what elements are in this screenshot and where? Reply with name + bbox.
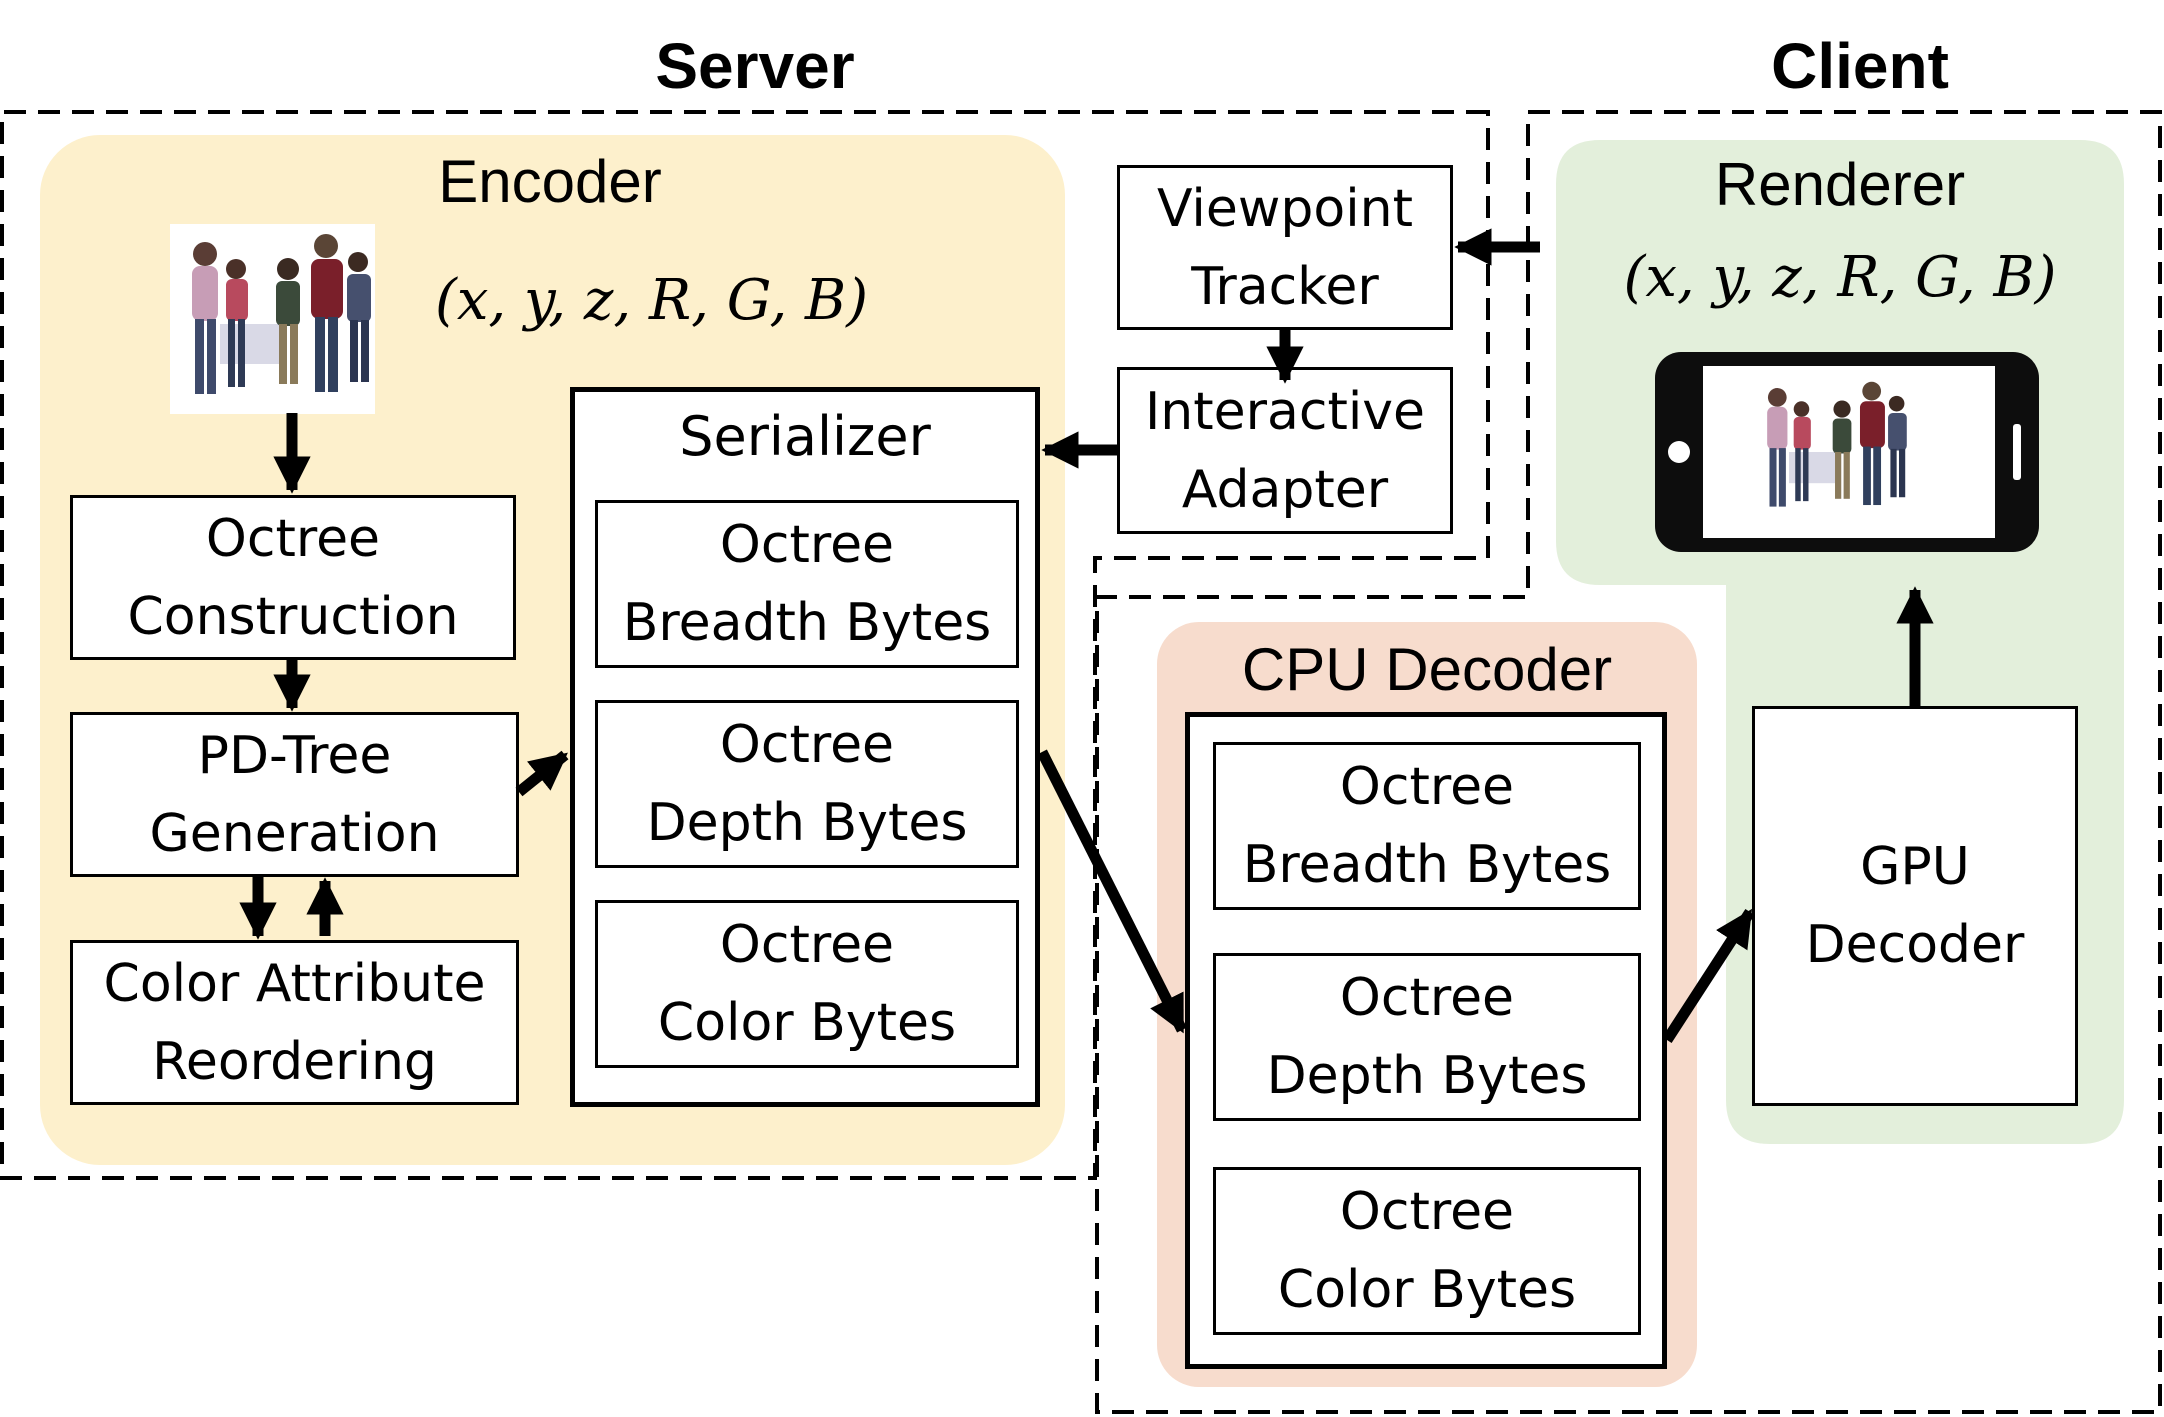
serializer-depth-bytes: Octree Depth Bytes	[595, 700, 1019, 868]
person-2	[226, 259, 248, 387]
server-title: Server	[655, 30, 855, 102]
octree-construction-line-1: Octree	[205, 508, 381, 569]
serializer-color-line-2: Color Bytes	[657, 993, 957, 1053]
gpu-decoder-line-1: GPU	[1860, 837, 1970, 897]
interactive-adapter-box: Interactive Adapter	[1117, 367, 1453, 534]
serializer-color-line-1: Octree	[719, 915, 895, 975]
arrow-serializer-to-cpu-decoder	[1037, 749, 1187, 1034]
serializer-breadth-line-1: Octree	[719, 515, 895, 575]
cpu-color-bytes: Octree Color Bytes	[1213, 1167, 1641, 1335]
point-cloud-image	[170, 224, 375, 414]
gpu-decoder-line-2: Decoder	[1805, 915, 2025, 975]
smartphone-icon	[1655, 352, 2039, 552]
serializer-title: Serializer	[679, 405, 931, 468]
cpu-depth-line-1: Octree	[1339, 968, 1515, 1028]
phone-screen-people	[1767, 381, 1907, 507]
color-attribute-reordering-line-1: Color Attribute	[103, 953, 486, 1014]
cpu-depth-bytes: Octree Depth Bytes	[1213, 953, 1641, 1121]
pd-tree-generation-box: PD-Tree Generation	[70, 712, 519, 877]
octree-construction-box: Octree Construction	[70, 495, 516, 660]
renderer-tuple: (x, y, z, R, G, B)	[1623, 245, 2057, 310]
viewpoint-tracker-line-1: Viewpoint	[1156, 178, 1413, 239]
gpu-decoder-box: GPU Decoder	[1752, 706, 2078, 1106]
color-attribute-reordering-box: Color Attribute Reordering	[70, 940, 519, 1105]
client-title: Client	[1771, 30, 1949, 102]
serializer-depth-line-2: Depth Bytes	[646, 793, 968, 853]
cpu-depth-line-2: Depth Bytes	[1266, 1046, 1588, 1106]
octree-construction-line-2: Construction	[127, 586, 459, 647]
interactive-adapter-line-2: Adapter	[1181, 459, 1389, 520]
arrow-cpu-decoder-to-gpu-decoder	[1662, 908, 1755, 1043]
interactive-adapter-line-1: Interactive	[1144, 381, 1426, 442]
serializer-color-bytes: Octree Color Bytes	[595, 900, 1019, 1068]
encoder-title: Encoder	[438, 148, 662, 215]
person-3	[276, 258, 300, 384]
pd-tree-generation-line-1: PD-Tree	[197, 725, 392, 786]
serializer-breadth-bytes: Octree Breadth Bytes	[595, 500, 1019, 668]
server-zone-border	[0, 110, 1490, 1180]
viewpoint-tracker-box: Viewpoint Tracker	[1117, 165, 1453, 330]
cpu-breadth-line-2: Breadth Bytes	[1242, 835, 1612, 895]
renderer-title: Renderer	[1714, 151, 1966, 218]
person-5	[347, 252, 371, 382]
person-1	[192, 242, 218, 394]
cpu-decoder-title: CPU Decoder	[1241, 636, 1613, 703]
person-4	[311, 234, 343, 392]
client-zone-border	[1095, 110, 2162, 1414]
encoder-tuple: (x, y, z, R, G, B)	[435, 268, 869, 333]
cpu-breadth-bytes: Octree Breadth Bytes	[1213, 742, 1641, 910]
pd-tree-generation-line-2: Generation	[149, 803, 440, 864]
serializer-depth-line-1: Octree	[719, 715, 895, 775]
cpu-breadth-line-1: Octree	[1339, 757, 1515, 817]
cpu-color-line-2: Color Bytes	[1277, 1260, 1577, 1320]
cpu-color-line-1: Octree	[1339, 1182, 1515, 1242]
viewpoint-tracker-line-2: Tracker	[1191, 256, 1379, 317]
arrow-pdtree-to-serializer	[515, 750, 569, 797]
color-attribute-reordering-line-2: Reordering	[152, 1031, 437, 1092]
serializer-breadth-line-2: Breadth Bytes	[622, 593, 992, 653]
